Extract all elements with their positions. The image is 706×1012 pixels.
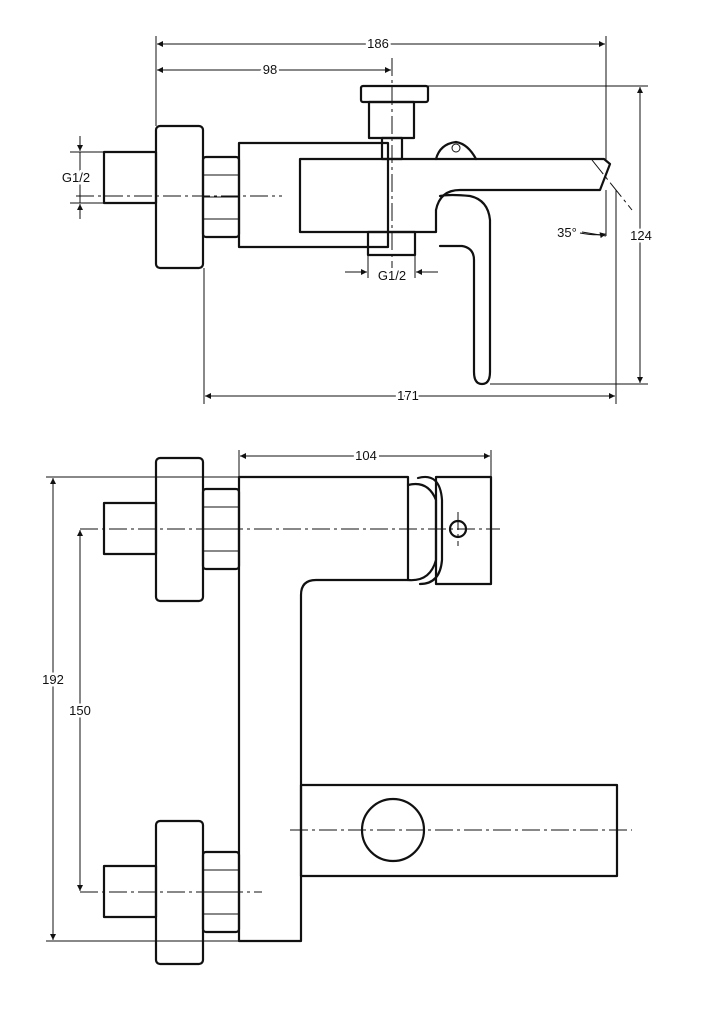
wall-flange-top [154,124,205,270]
dim-body-depth: 104 [355,448,377,463]
dim-inlet-spacing: 150 [69,703,91,718]
dim-spout-angle: 35° [557,225,577,240]
dim-inlet-thread: G1/2 [62,170,90,185]
top-view: 186 98 G1/2 G1/2 35° 124 171 [59,34,654,406]
dim-outlet-thread: G1/2 [378,268,406,283]
lever-housing [406,482,438,582]
spout-button [434,140,478,161]
hex-nut-top [201,155,241,239]
lever-handle-top [438,193,492,386]
dim-overall-length: 186 [367,36,389,51]
dim-body-length: 171 [397,388,419,403]
mixer-body-side [237,475,410,943]
spout-top [298,157,612,234]
inlet-pipe-top [102,150,158,205]
dim-diverter-offset: 98 [263,62,277,77]
mixer-body-top [237,141,390,249]
dim-total-height: 192 [42,672,64,687]
dim-height: 124 [630,228,652,243]
lever-block [434,475,493,586]
diverter-knob [359,84,430,104]
side-view: 104 192 150 [40,446,632,966]
